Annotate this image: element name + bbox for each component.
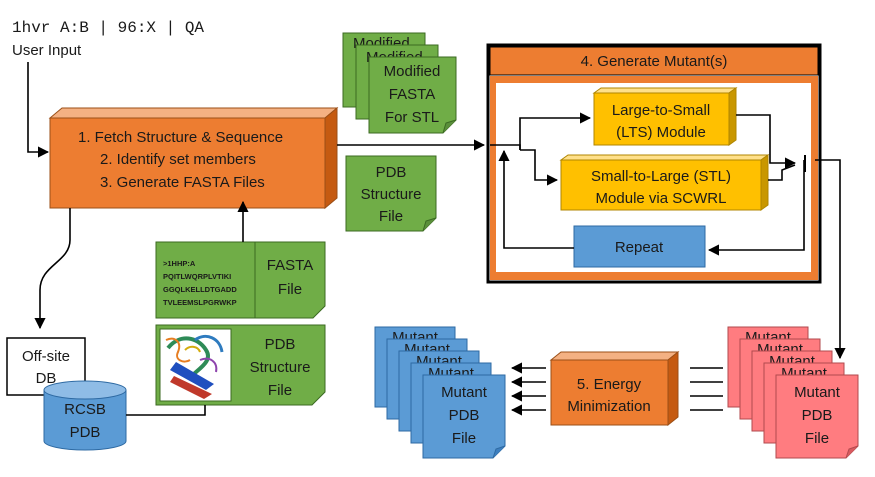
- fasta-file-card: >1HHP:A PQITLWQRPLVTIKI GGQLKELLDTGADD T…: [155, 241, 326, 319]
- stl-line-2: Module via SCWRL: [596, 190, 727, 207]
- lts-line-2: (LTS) Module: [616, 124, 706, 141]
- mutant-front-label-2: PDB: [449, 407, 480, 424]
- pdb-mid-line-2: Structure: [361, 186, 422, 203]
- modified-fasta-line-1: Modified: [384, 63, 441, 80]
- pdb-structure-file-mid: PDB Structure File: [345, 155, 437, 232]
- mutant-front-label-1: Mutant: [441, 384, 488, 401]
- modified-fasta-line-3: For STL: [385, 109, 439, 126]
- fasta-sequence-2: PQITLWQRPLVTIKI: [163, 272, 231, 281]
- pdb-mid-line-3: File: [379, 208, 403, 225]
- repeat-box: Repeat: [573, 225, 706, 268]
- rcsb-line-2: PDB: [70, 424, 101, 441]
- fasta-label-2: File: [278, 281, 302, 298]
- page-fold: [492, 445, 506, 459]
- rcsb-line-1: RCSB: [64, 401, 106, 418]
- repeat-label: Repeat: [615, 239, 664, 256]
- mutant-front-label-3: File: [805, 430, 829, 447]
- fasta-sequence-3: GGQLKELLDTGADD: [163, 285, 237, 294]
- stl-module-box: Small-to-Large (STL) Module via SCWRL: [559, 154, 770, 211]
- connectors: [27, 62, 846, 416]
- fasta-label-1: FASTA: [267, 257, 313, 274]
- stl-line-1: Small-to-Large (STL): [591, 168, 731, 185]
- mutant-front-label-2: PDB: [802, 407, 833, 424]
- fasta-sequence-4: TVLEEMSLPGRWKP: [163, 298, 237, 307]
- lts-module-box: Large-to-Small (LTS) Module: [592, 87, 738, 146]
- energy-minimization-box: 5. Energy Minimization: [549, 350, 680, 427]
- protein-ribbon-icon: [165, 335, 224, 399]
- pdb-mid-line-1: PDB: [376, 164, 407, 181]
- generate-mutants-title: 4. Generate Mutant(s): [581, 53, 728, 70]
- fetch-step-3: 3. Generate FASTA Files: [100, 174, 265, 191]
- lts-line-1: Large-to-Small: [612, 102, 710, 119]
- modified-fasta-line-2: FASTA: [389, 86, 435, 103]
- fetch-step-1: 1. Fetch Structure & Sequence: [78, 129, 283, 146]
- page-fold: [845, 445, 859, 459]
- fetch-structure-box: 1. Fetch Structure & Sequence 2. Identif…: [48, 106, 339, 210]
- pdb-low-line-3: File: [268, 382, 292, 399]
- rcsb-database-cylinder: RCSB PDB: [43, 380, 127, 451]
- offsite-line-2: DB: [36, 370, 57, 387]
- energy-line-1: 5. Energy: [577, 376, 642, 393]
- user-input-label: User Input: [12, 42, 82, 59]
- pdb-low-line-2: Structure: [250, 359, 311, 376]
- energy-line-2: Minimization: [567, 398, 650, 415]
- pdb-structure-file-low: PDB Structure File: [155, 324, 326, 406]
- fetch-step-2: 2. Identify set members: [100, 151, 256, 168]
- modified-fasta-stack: Modified Modified Modified FASTA For STL: [342, 32, 457, 134]
- mutant-front-label-1: Mutant: [794, 384, 841, 401]
- pdb-low-line-1: PDB: [265, 336, 296, 353]
- offsite-line-1: Off-site: [22, 348, 70, 365]
- fasta-sequence-1: >1HHP:A: [163, 259, 196, 268]
- mutant-front-label-3: File: [452, 430, 476, 447]
- command-text: 1hvr A:B | 96:X | QA: [12, 19, 204, 37]
